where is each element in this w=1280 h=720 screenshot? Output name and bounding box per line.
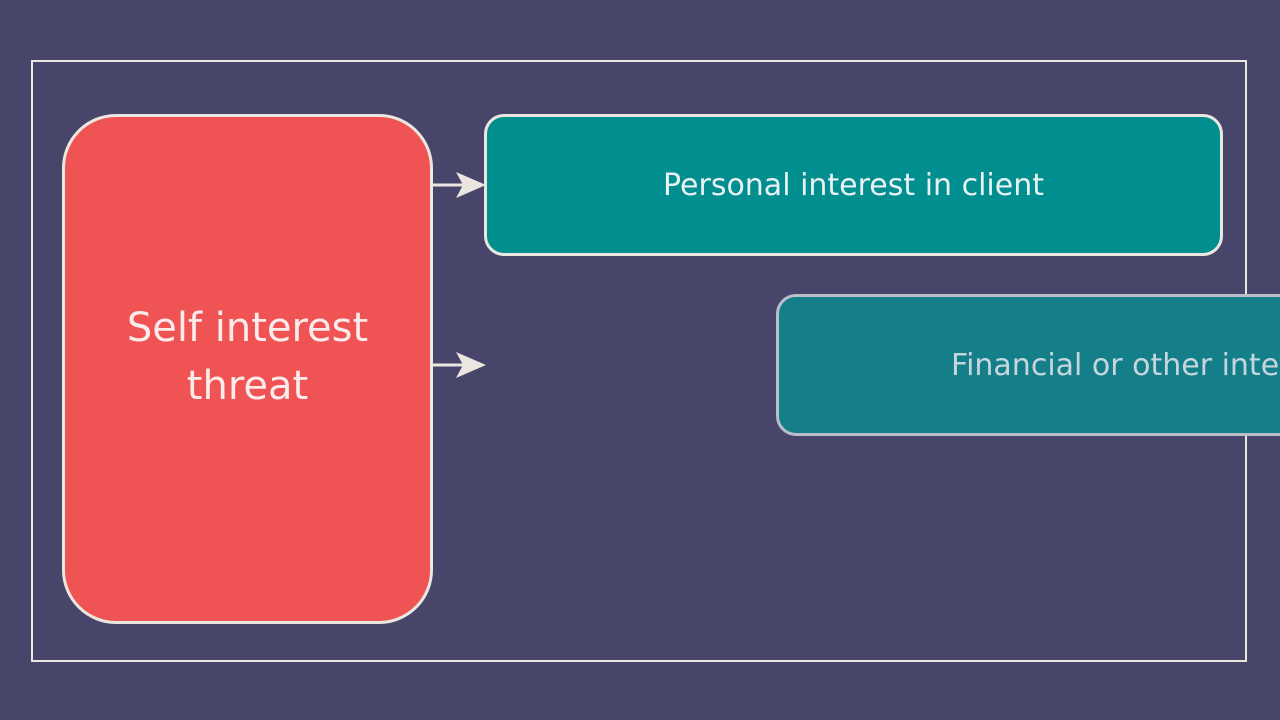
- financial-interest-label: Financial or other inte: [951, 347, 1280, 383]
- personal-interest-box: Personal interest in client: [484, 114, 1223, 256]
- arrow-to-financial-interest: [433, 352, 486, 378]
- self-interest-threat-label: Self interest threat: [126, 305, 369, 409]
- financial-interest-box: Financial or other inte: [776, 294, 1280, 436]
- arrow-to-personal-interest: [433, 172, 486, 198]
- personal-interest-label: Personal interest in client: [663, 167, 1044, 203]
- self-interest-threat-box: Self interest threat: [62, 114, 433, 624]
